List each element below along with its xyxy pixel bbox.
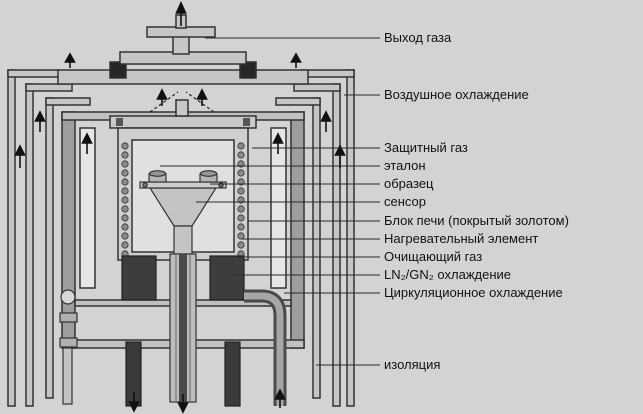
lid-assembly [57, 14, 309, 85]
gas-channel-left [79, 127, 96, 289]
label-sample: образец [384, 176, 434, 191]
sensor-assembly [139, 170, 227, 255]
label-sensor: сенсор [384, 194, 427, 209]
label-circulation-cooling: Циркуляционное охлаждение [384, 285, 563, 300]
purge-gas-fitting [59, 289, 78, 405]
circulation-pipe [244, 289, 287, 406]
insulation-wall-right [312, 97, 321, 399]
label-air-cooling: Воздушное охлаждение [384, 87, 529, 102]
seal-right [239, 61, 257, 79]
dashed-flow-lines [149, 91, 215, 113]
label-furnace-block: Блок печи (покрытый золотом) [384, 213, 569, 228]
label-gas-outlet: Выход газа [384, 30, 452, 45]
seal-left [109, 61, 127, 79]
cooling-blocks [121, 255, 245, 407]
label-ln2-gn2-cooling: LN₂/GN₂ охлаждение [384, 267, 512, 282]
label-heating-element: Нагревательный элемент [384, 231, 539, 246]
outer-shells [7, 69, 355, 407]
sensor-disc [139, 181, 227, 189]
capillary-bundle [169, 253, 197, 403]
flow-arrow-icons [14, 1, 346, 414]
label-protective-gas: Защитный газ [384, 140, 468, 155]
gas-channel-right [270, 127, 287, 289]
label-purge-gas: Очищающий газ [384, 249, 483, 264]
ln2-block-right [209, 255, 245, 301]
leader-lines [160, 37, 380, 366]
insulation-wall-left [45, 97, 54, 399]
label-insulation: изоляция [384, 357, 441, 372]
ln2-block-left [121, 255, 157, 301]
label-reference: эталон [384, 158, 426, 173]
protective-gas-inlet [175, 99, 189, 117]
